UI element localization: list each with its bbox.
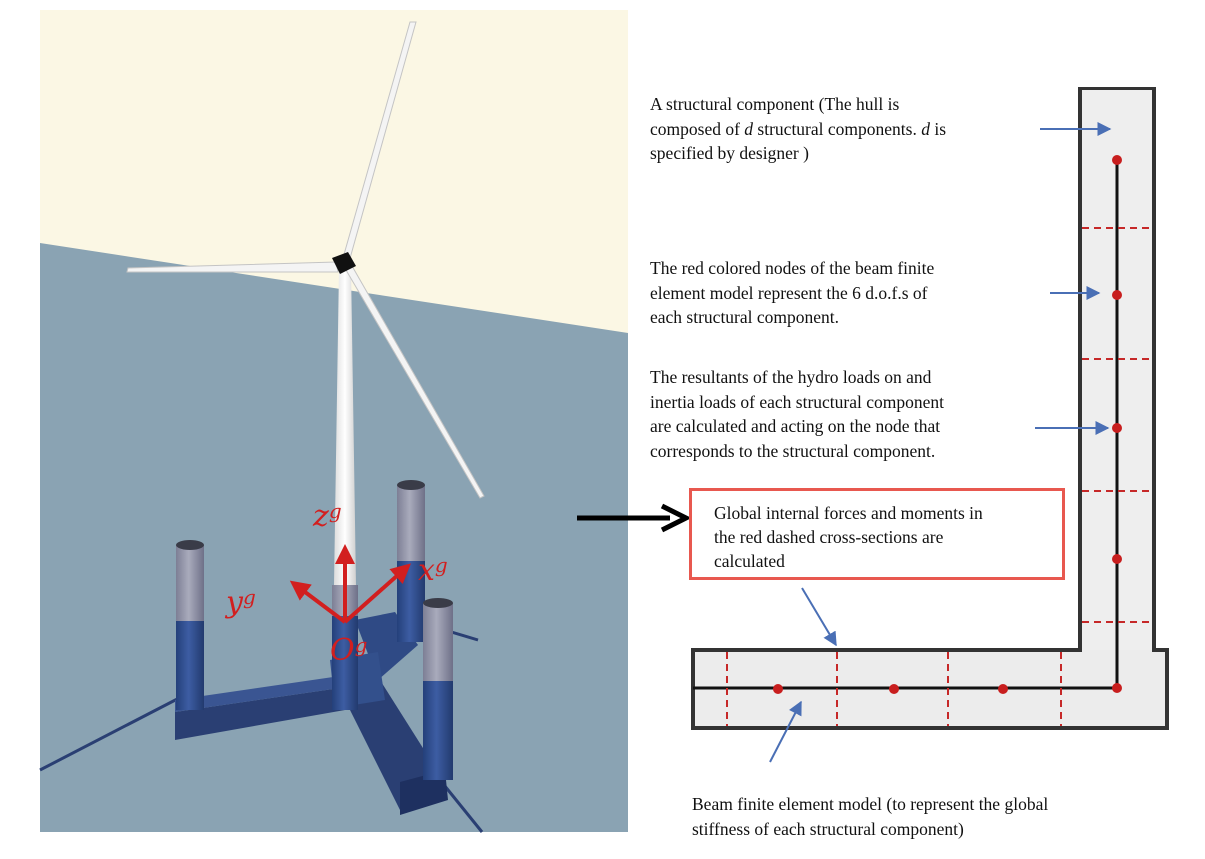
annotation-line: are calculated and acting on the node th… bbox=[650, 416, 941, 436]
annotation-line: calculated bbox=[714, 551, 785, 571]
annotation-line: corresponds to the structural component. bbox=[650, 440, 936, 461]
beam-node bbox=[889, 684, 899, 694]
tower bbox=[334, 268, 356, 585]
origin-label: Og bbox=[330, 633, 368, 668]
z-axis-label: zg bbox=[313, 499, 342, 534]
sea-surface bbox=[40, 243, 628, 832]
column-left bbox=[176, 620, 204, 710]
global-coordinate-system bbox=[289, 544, 411, 624]
pointer-to-beam bbox=[769, 700, 802, 763]
annotation-line: composed of d structural components. d i… bbox=[650, 118, 947, 139]
column-left-top bbox=[176, 545, 204, 621]
pontoon-leg-front-end bbox=[400, 770, 448, 815]
y-axis-label: yg bbox=[226, 585, 256, 620]
hull-section-diagram bbox=[691, 87, 1169, 730]
annotation-line: Beam finite element model (to represent … bbox=[692, 794, 1049, 814]
annotation-line: stiffness of each structural component) bbox=[692, 818, 964, 839]
nacelle bbox=[332, 252, 356, 274]
annotation-line: The red colored nodes of the beam finite bbox=[650, 258, 935, 278]
beam-node bbox=[1112, 290, 1122, 300]
x-axis-label: xg bbox=[418, 553, 448, 588]
beam-node bbox=[1112, 554, 1122, 564]
column-center bbox=[332, 615, 358, 710]
beam-node bbox=[1112, 423, 1122, 433]
beam-node bbox=[1112, 155, 1122, 165]
link-arrow bbox=[577, 503, 692, 533]
annotation-line: specified by designer ) bbox=[650, 143, 809, 163]
internal-forces-callout: Global internal forces and moments in th… bbox=[689, 488, 1065, 580]
x-axis-arrow bbox=[343, 563, 411, 624]
column-back-top bbox=[397, 485, 425, 561]
beam-node bbox=[773, 684, 783, 694]
annotation-line: inertia loads of each structural compone… bbox=[650, 391, 944, 412]
annotation-line: element model represent the 6 d.o.f.s of bbox=[650, 282, 928, 303]
annotation-structural-component: A structural component (The hull is comp… bbox=[650, 92, 1050, 166]
floating-wind-turbine-scene bbox=[39, 10, 628, 833]
annotation-line: A structural component (The hull is bbox=[650, 94, 900, 114]
annotation-line: the red dashed cross-sections are bbox=[714, 527, 944, 547]
annotation-line: The resultants of the hydro loads on and bbox=[650, 367, 932, 387]
mooring-line bbox=[39, 693, 186, 772]
pointer-to-cross-section bbox=[801, 587, 837, 647]
column-front bbox=[423, 680, 453, 780]
annotation-beam-model: Beam finite element model (to represent … bbox=[692, 792, 1192, 841]
column-left-cap bbox=[176, 540, 204, 550]
annotation-red-nodes: The red colored nodes of the beam finite… bbox=[650, 256, 1050, 330]
column-front-top bbox=[423, 603, 453, 681]
pontoon-leg-left-top bbox=[175, 676, 340, 712]
beam-node bbox=[1112, 683, 1122, 693]
mooring-line bbox=[438, 779, 484, 833]
column-front-cap bbox=[423, 598, 453, 608]
y-axis-arrow bbox=[289, 580, 347, 624]
pontoon-leg-left bbox=[175, 688, 345, 740]
annotation-loads: The resultants of the hydro loads on and… bbox=[650, 365, 1050, 463]
column-back-cap bbox=[397, 480, 425, 490]
annotation-line: Global internal forces and moments in bbox=[714, 503, 983, 523]
pointer-arrows bbox=[769, 122, 1112, 763]
callout-text: Global internal forces and moments in th… bbox=[714, 501, 1054, 573]
annotation-line: each structural component. bbox=[650, 307, 840, 327]
beam-node bbox=[998, 684, 1008, 694]
pontoon-leg-front bbox=[340, 680, 440, 810]
